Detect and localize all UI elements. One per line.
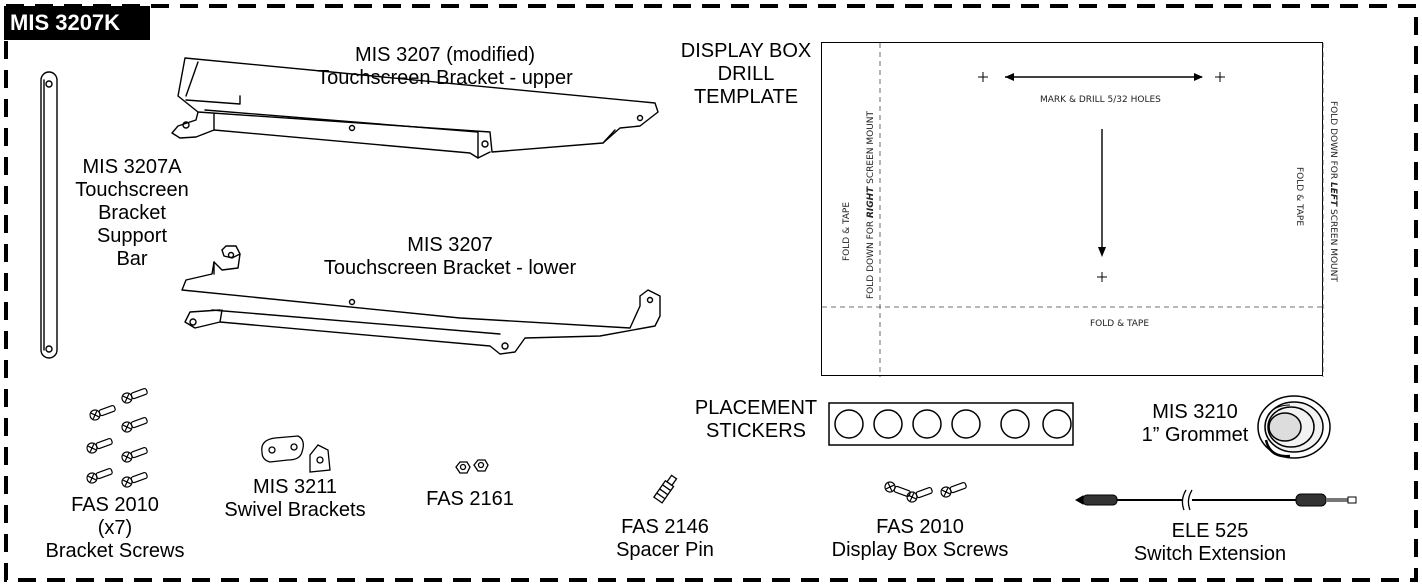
- swivel-brackets-drawing: [261, 435, 331, 473]
- display-box-screws-drawing: [884, 481, 967, 503]
- switch-extension-drawing: [1074, 489, 1357, 511]
- fold-down-right-text: FOLD DOWN FOR RIGHT SCREEN MOUNT: [866, 110, 876, 299]
- grommet-drawing: [1257, 395, 1331, 459]
- nuts-drawing: [455, 459, 489, 474]
- template-guides: [822, 43, 1324, 377]
- fold-tape-left-text: FOLD & TAPE: [842, 201, 852, 261]
- fold-tape-right-text: FOLD & TAPE: [1294, 167, 1304, 227]
- spacer-pin-drawing: [652, 474, 678, 504]
- upper-bracket-drawing: [171, 57, 659, 159]
- lower-bracket-drawing: [181, 245, 661, 355]
- bracket-screws-drawing: [86, 387, 148, 488]
- nuts-label: FAS 2161: [426, 488, 514, 510]
- fold-tape-bottom-text: FOLD & TAPE: [1090, 319, 1150, 329]
- bracket-screws-label: FAS 2010(x7)Bracket Screws: [45, 494, 185, 562]
- drill-template: MARK & DRILL 5/32 HOLES FOLD & TAPE FOLD…: [821, 42, 1338, 377]
- placement-stickers-drawing: [828, 402, 1074, 446]
- mark-drill-text: MARK & DRILL 5/32 HOLES: [1040, 95, 1161, 105]
- kit-id-tag: MIS 3207K: [4, 6, 150, 40]
- fold-down-left-text: FOLD DOWN FOR LEFT SCREEN MOUNT: [1328, 101, 1338, 282]
- support-bar-drawing: [40, 71, 58, 359]
- upper-bracket-label: MIS 3207 (modified)Touchscreen Bracket -…: [317, 44, 573, 89]
